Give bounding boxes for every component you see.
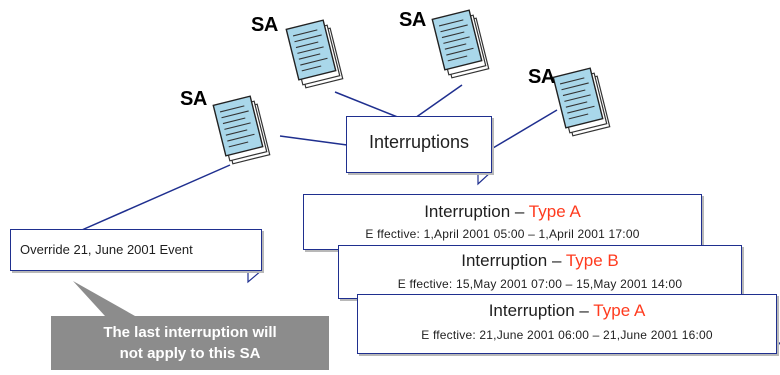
sa-label: SA (180, 88, 207, 110)
callout-box (51, 316, 329, 370)
interruption-effective: E ffective: 15,May 2001 07:00 – 15,May 2… (397, 277, 683, 291)
sa-document-stack-icon (552, 67, 611, 137)
interruption-effective: E ffective: 1,April 2001 05:00 – 1,April… (365, 227, 640, 241)
interruption-type: Type B (565, 251, 619, 270)
connector-sa3-hub (414, 84, 463, 119)
interruption-card-3: Interruption – Type A E ffective: 21,Jun… (357, 294, 777, 354)
callout-text: The last interruption will not apply to … (51, 322, 329, 364)
connector-sa1-override (74, 164, 231, 234)
interruption-title: Interruption – Type B (461, 251, 619, 270)
interruption-title: Interruption – Type A (488, 301, 646, 320)
interruption-title: Interruption – Type A (424, 202, 581, 221)
interruptions-hub-box: Interruptions (346, 116, 492, 173)
callout-line-2: not apply to this SA (119, 345, 261, 362)
sa-label: SA (251, 14, 278, 36)
callout-line-1: The last interruption will (103, 324, 277, 341)
connector-sa2-hub (334, 91, 401, 119)
interruption-card-2: Interruption – Type B E ffective: 15,May… (338, 245, 742, 299)
interruption-type: Type A (593, 301, 646, 320)
interruption-effective: E ffective: 21,June 2001 06:00 – 21,June… (421, 328, 713, 342)
override-fold-icon (247, 269, 264, 284)
interruption-card-1: Interruption – Type A E ffective: 1,Apri… (303, 194, 702, 250)
sa-document-stack-icon (212, 95, 271, 165)
callout-pointer (73, 281, 135, 316)
interruptions-hub-label: Interruptions (368, 132, 470, 152)
override-event-box: Override 21, June 2001 Event (10, 229, 262, 271)
interruption-type: Type A (528, 202, 581, 221)
hub-fold-icon (477, 171, 493, 186)
sa-document-stack-icon (431, 9, 490, 79)
connector-sa1-hub (279, 135, 348, 146)
sa-document-stack-icon (285, 19, 344, 89)
override-event-label: Override 21, June 2001 Event (20, 242, 193, 257)
sa-label: SA (528, 66, 555, 88)
connector-sa4-hub (492, 109, 558, 149)
sa-label: SA (399, 9, 426, 31)
